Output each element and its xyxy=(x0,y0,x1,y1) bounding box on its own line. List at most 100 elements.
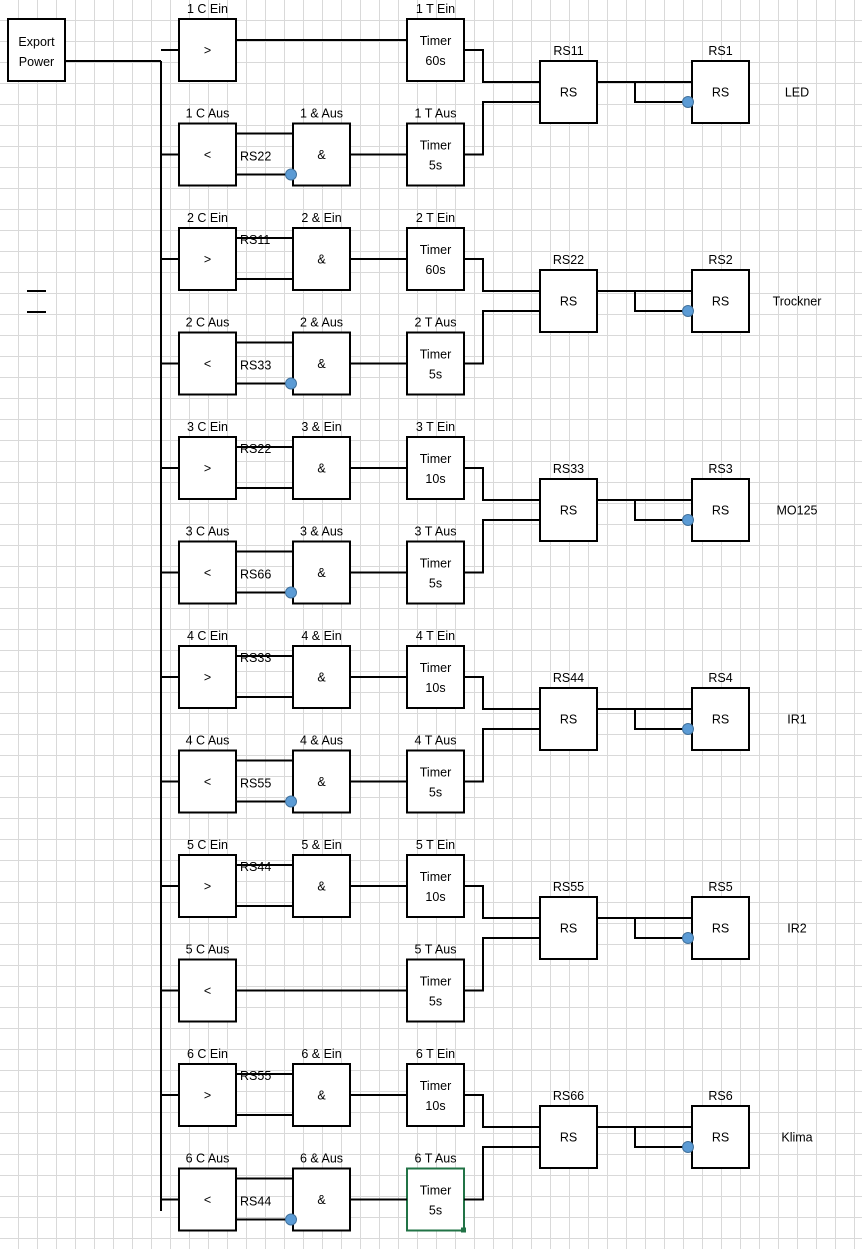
and-gate-symbol: & xyxy=(317,357,326,371)
rs-symbol: RS xyxy=(560,1131,577,1145)
comparator-block: > xyxy=(178,18,237,82)
rs-symbol: RS xyxy=(712,504,729,518)
feedback-input-label: RS22 xyxy=(240,150,271,164)
and-gate-label: 5 & Ein xyxy=(301,838,341,852)
and-gate-block: & xyxy=(292,645,351,709)
and-gate-block: & xyxy=(292,122,351,187)
negation-dot xyxy=(285,586,297,599)
timer-line2: 10s xyxy=(425,681,445,695)
timer-line1: Timer xyxy=(420,870,451,884)
reset-wire xyxy=(464,728,540,783)
set-wire xyxy=(464,258,540,292)
comparator-symbol: < xyxy=(204,357,211,371)
timer-label: 6 T Ein xyxy=(416,1047,455,1061)
set-wire xyxy=(464,49,540,83)
timer-label: 5 T Aus xyxy=(415,943,457,957)
and-gate-label: 2 & Ein xyxy=(301,211,341,225)
and-gate-label: 4 & Aus xyxy=(300,734,343,748)
timer-line1: Timer xyxy=(420,243,451,257)
timer-line2: 10s xyxy=(425,472,445,486)
and-gate-block: & xyxy=(292,227,351,291)
set-wire xyxy=(464,885,540,919)
rs-flipflop-first: RS xyxy=(539,1105,598,1169)
rs-link-negated-wire xyxy=(634,500,687,521)
rs-flipflop-first: RS xyxy=(539,269,598,333)
timer-label: 1 T Ein xyxy=(416,2,455,16)
rs-flipflop-second: RS xyxy=(691,478,750,542)
reset-wire xyxy=(464,937,540,992)
rs-link-negated-wire xyxy=(634,1127,687,1148)
and-gate-block: & xyxy=(292,1063,351,1127)
comparator-symbol: < xyxy=(204,1193,211,1207)
comparator-label: 5 C Ein xyxy=(187,838,228,852)
and-gate-symbol: & xyxy=(317,253,326,267)
timer-label: 4 T Ein xyxy=(416,629,455,643)
and-gate-label: 6 & Ein xyxy=(301,1047,341,1061)
comparator-symbol: < xyxy=(204,148,211,162)
rs-symbol: RS xyxy=(712,295,729,309)
comparator-label: 3 C Aus xyxy=(186,525,230,539)
rs-symbol: RS xyxy=(712,713,729,727)
output-label: LED xyxy=(785,86,809,100)
feedback-input-label: RS44 xyxy=(240,1195,271,1209)
comparator-label: 1 C Aus xyxy=(186,107,230,121)
and-gate-symbol: & xyxy=(317,1193,326,1207)
rs-flipflop-second: RS xyxy=(691,269,750,333)
and-gate-symbol: & xyxy=(317,880,326,894)
rs-symbol: RS xyxy=(712,86,729,100)
comparator-block: < xyxy=(178,540,237,605)
source-line1: Export xyxy=(18,35,55,49)
rs-link-negated-wire xyxy=(634,918,687,939)
rs-first-label: RS66 xyxy=(553,1089,584,1103)
comparator-block: > xyxy=(178,854,237,918)
negation-dot xyxy=(682,1141,694,1153)
output-label: IR1 xyxy=(787,713,807,727)
rs-flipflop-second: RS xyxy=(691,60,750,124)
comparator-label: 1 C Ein xyxy=(187,2,228,16)
feedback-input-label: RS55 xyxy=(240,777,271,791)
rs-second-label: RS6 xyxy=(708,1089,732,1103)
and-gate-label: 6 & Aus xyxy=(300,1152,343,1166)
export-power-block: Export Power xyxy=(7,18,66,82)
and-gate-block: & xyxy=(292,436,351,500)
rs-first-label: RS55 xyxy=(553,880,584,894)
negation-dot xyxy=(285,168,297,181)
feedback-input-label: RS11 xyxy=(240,233,270,247)
source-line2: Power xyxy=(19,55,54,69)
and-gate-label: 2 & Aus xyxy=(300,316,343,330)
reset-wire xyxy=(464,310,540,365)
and-gate-block: & xyxy=(292,331,351,396)
timer-line1: Timer xyxy=(420,452,451,466)
output-label: Klima xyxy=(781,1131,812,1145)
rs-flipflop-first: RS xyxy=(539,896,598,960)
feedback-input-label: RS33 xyxy=(240,359,271,373)
feedback-input-label: RS44 xyxy=(240,860,271,874)
and-gate-block: & xyxy=(292,540,351,605)
rs-first-label: RS11 xyxy=(553,44,583,58)
rs-flipflop-second: RS xyxy=(691,1105,750,1169)
set-wire xyxy=(464,1094,540,1128)
comparator-symbol: > xyxy=(204,462,211,476)
rs-link-negated-wire xyxy=(634,709,687,730)
and-gate-symbol: & xyxy=(317,671,326,685)
timer-line2: 5s xyxy=(429,786,442,800)
comparator-symbol: > xyxy=(204,253,211,267)
comparator-block: < xyxy=(178,122,237,187)
timer-label: 2 T Ein xyxy=(416,211,455,225)
and-gate-symbol: & xyxy=(317,566,326,580)
negation-dot xyxy=(285,377,297,390)
